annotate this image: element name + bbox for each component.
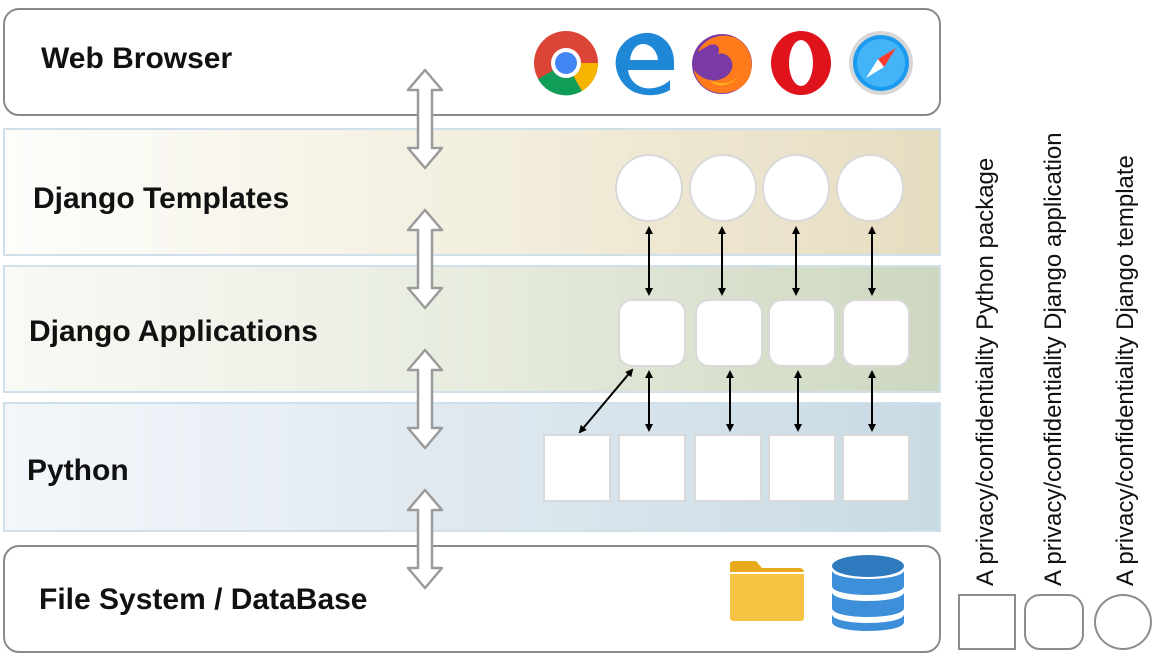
legend-template-label: A privacy/confidentiality Django templat… [1112,155,1139,586]
python-package-node [768,434,836,502]
django-template-node [689,154,757,222]
legend-application-label: A privacy/confidentiality Django applica… [1040,132,1067,586]
layer-double-arrow [406,68,444,170]
legend-template-circle [1094,594,1152,650]
django-application-node [842,299,910,367]
django-template-node [836,154,904,222]
chrome-icon [534,31,599,96]
python-package-node [842,434,910,502]
legend-package-label: A privacy/confidentiality Python package [972,157,999,586]
python-label: Python [27,454,129,487]
django-template-node [615,154,683,222]
layer-double-arrow [406,208,444,310]
firefox-icon [692,34,752,94]
django-application-node [768,299,836,367]
django-template-node [762,154,830,222]
database-icon [832,555,904,631]
django-application-node [618,299,686,367]
django-applications-label: Django Applications [29,315,318,348]
legend-application-rounded-square [1024,594,1084,650]
legend-package-square [958,594,1016,650]
django-templates-label: Django Templates [33,182,290,215]
django-application-node [695,299,763,367]
safari-icon [849,31,913,95]
opera-icon [771,31,831,95]
layer-double-arrow [406,348,444,450]
folder-icon [730,561,804,621]
python-package-node [618,434,686,502]
edge-icon [615,32,674,96]
python-package-node [543,434,611,502]
file-system-database-label: File System / DataBase [39,583,368,616]
layer-double-arrow [406,488,444,590]
app-package-diagonal-arrow [578,368,634,434]
python-package-node [694,434,762,502]
web-browser-label: Web Browser [41,42,233,75]
